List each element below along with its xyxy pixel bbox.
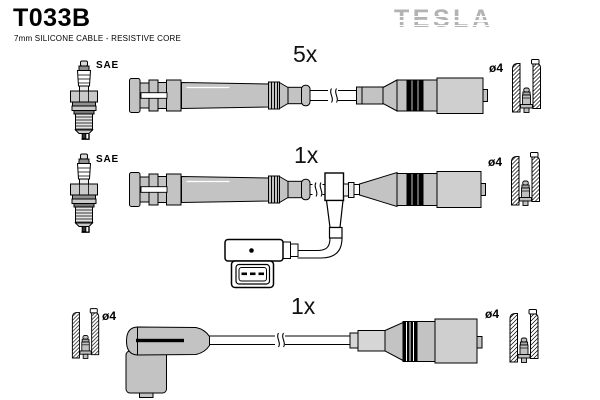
spark-plug-boot: [128, 77, 311, 114]
row-plug-lead-with-sensor-1x: [69, 152, 540, 289]
logo-stripe: [392, 20, 494, 22]
tee-junction: [324, 172, 355, 239]
coil-end-connector: [353, 171, 486, 208]
spark-plug-icon: [69, 153, 99, 233]
cable: [209, 332, 351, 348]
coil-end-connector: [349, 318, 483, 364]
elbow-boot: [125, 326, 210, 398]
terminal-diameter-label-row2: ø4: [488, 155, 503, 169]
part-number: T033B: [13, 4, 91, 32]
quantity-label-row2: 1x: [294, 142, 319, 168]
row-coil-lead-1x: [71, 308, 539, 398]
logo-stripe: [392, 24, 494, 27]
brand-logo-text: TESLA: [394, 5, 494, 33]
sensor-plug-connector: [224, 238, 299, 289]
cable: [309, 87, 357, 104]
logo-stripe: [392, 15, 494, 18]
sensor-branch-cable: [297, 237, 343, 259]
terminal-diameter-label-row3-left: ø4: [102, 309, 117, 323]
terminal-diameter-label-row1: ø4: [489, 61, 504, 75]
cable-break-icon: [327, 87, 339, 104]
brand-logo: TESLA: [392, 5, 494, 33]
cable-break-icon: [311, 181, 324, 198]
terminal-diameter-label-row3-right: ø4: [485, 307, 500, 321]
subtitle: 7mm SILICONE CABLE - RESISTIVE CORE: [14, 34, 182, 43]
terminal-sleeve-icon: [512, 59, 541, 113]
coil-end-connector: [356, 77, 488, 114]
terminal-sleeve-icon: [71, 308, 100, 359]
quantity-label-row1: 5x: [293, 41, 318, 67]
plug-standard-label-row2: SAE: [96, 154, 119, 165]
quantity-label-row3: 1x: [291, 293, 316, 319]
row-plug-lead-5x: [69, 59, 541, 140]
spark-plug-boot: [128, 171, 311, 208]
terminal-sleeve-icon: [511, 152, 540, 206]
spark-plug-icon: [69, 60, 99, 140]
cable: [309, 181, 326, 198]
cable-break-icon: [274, 332, 286, 348]
terminal-sleeve-icon: [509, 309, 539, 363]
plug-standard-label-row1: SAE: [96, 60, 119, 71]
